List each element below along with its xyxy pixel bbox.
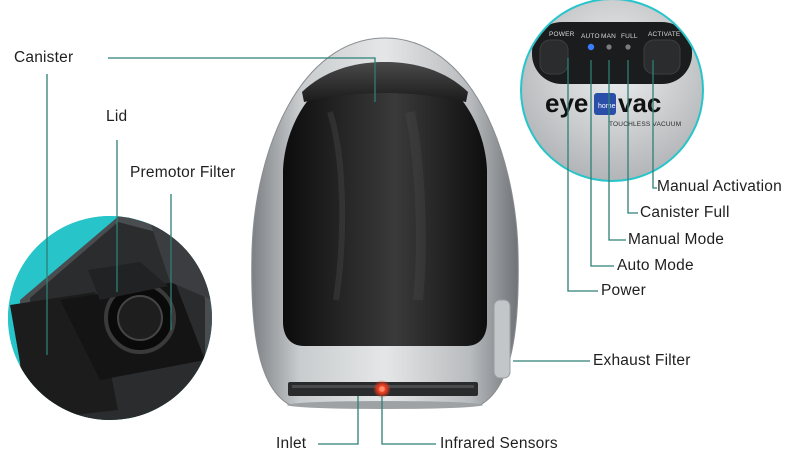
auto-panel-label: AUTO bbox=[581, 33, 600, 40]
lid-closeup-circle bbox=[8, 216, 212, 420]
home-badge-icon bbox=[594, 93, 616, 115]
power-panel-label: POWER bbox=[549, 31, 575, 38]
manual-activation-callout: Manual Activation bbox=[657, 178, 782, 195]
full-indicator-led bbox=[625, 44, 631, 50]
infrared-sensors-callout: Infrared Sensors bbox=[440, 435, 558, 452]
canister-window bbox=[283, 62, 487, 346]
man-panel-label: MAN bbox=[601, 33, 616, 40]
control-panel-circle: POWER AUTO MAN FULL ACTIVATE eye home va… bbox=[520, 0, 704, 182]
canister-callout: Canister bbox=[14, 49, 74, 66]
manual-indicator-led bbox=[606, 44, 612, 50]
exhaust-filter-callout: Exhaust Filter bbox=[593, 352, 691, 369]
canister-full-callout: Canister Full bbox=[640, 204, 730, 221]
full-panel-label: FULL bbox=[621, 33, 638, 40]
power-callout: Power bbox=[601, 282, 646, 299]
auto-indicator-led bbox=[587, 43, 595, 51]
brand-vac-text: vac bbox=[618, 88, 661, 118]
brand-badge-text: home bbox=[598, 103, 616, 110]
activate-panel-label: ACTIVATE bbox=[648, 31, 681, 38]
inlet-callout: Inlet bbox=[276, 435, 307, 452]
vacuum-body bbox=[251, 37, 519, 409]
auto-mode-callout: Auto Mode bbox=[617, 257, 694, 274]
exhaust-filter-panel bbox=[493, 299, 511, 379]
lid-callout: Lid bbox=[106, 108, 128, 125]
manual-mode-callout: Manual Mode bbox=[628, 231, 725, 248]
canister-top bbox=[302, 62, 468, 102]
leader-lines bbox=[46, 57, 657, 445]
brand-tagline-text: TOUCHLESS VACUUM bbox=[609, 121, 681, 128]
premotor-filter-callout: Premotor Filter bbox=[130, 164, 236, 181]
brand-eye-text: eye bbox=[545, 88, 588, 118]
